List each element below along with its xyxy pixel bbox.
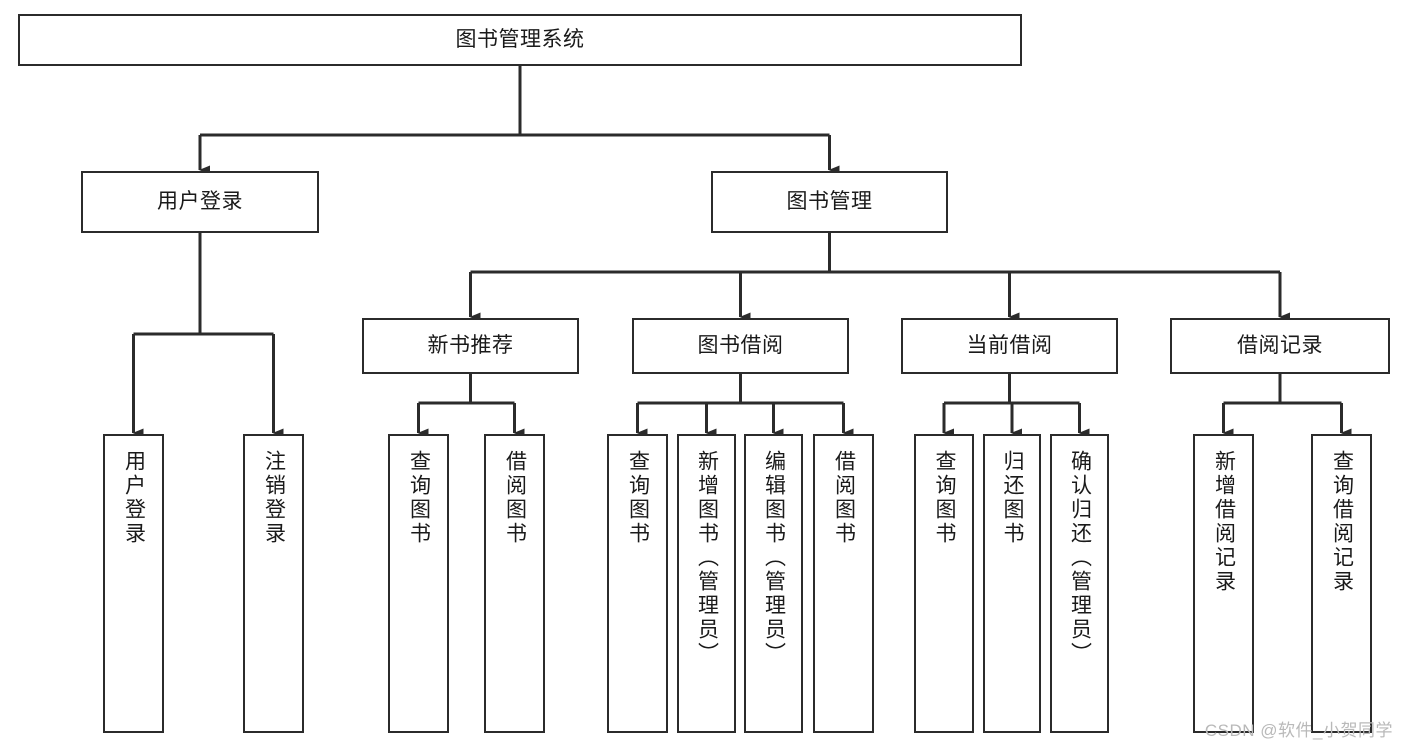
node-label: 查询图书 [407,450,431,546]
node-label: 新增借阅记录 [1212,450,1236,594]
node-label: 编辑图书（管理员） [762,450,786,666]
node-user-login[interactable]: 用户登录 [81,171,319,233]
leaf-query-book-recommend[interactable]: 查询图书 [388,434,449,733]
leaf-add-borrow-record[interactable]: 新增借阅记录 [1193,434,1254,733]
leaf-confirm-return-admin[interactable]: 确认归还（管理员） [1050,434,1109,733]
node-book-borrow[interactable]: 图书借阅 [632,318,849,374]
connector-lines [132,66,1352,438]
node-root-system[interactable]: 图书管理系统 [18,14,1022,66]
leaf-query-book-current[interactable]: 查询图书 [914,434,974,733]
leaf-query-borrow-record[interactable]: 查询借阅记录 [1311,434,1372,733]
node-current-borrow[interactable]: 当前借阅 [901,318,1118,374]
node-label: 新增图书（管理员） [695,450,719,666]
node-label: 借阅图书 [503,450,527,546]
node-book-management[interactable]: 图书管理 [711,171,948,233]
leaf-query-book-borrow[interactable]: 查询图书 [607,434,668,733]
node-label: 借阅记录 [1237,333,1323,357]
node-label: 查询图书 [626,450,650,546]
node-label: 借阅图书 [832,450,856,546]
node-label: 查询借阅记录 [1330,450,1354,594]
node-label: 新书推荐 [427,333,514,357]
node-label: 归还图书 [1001,450,1025,546]
node-label: 当前借阅 [966,333,1053,357]
node-label: 确认归还（管理员） [1068,450,1092,666]
node-label: 查询图书 [933,450,957,546]
node-label: 注销登录 [262,450,286,546]
leaf-add-book-admin[interactable]: 新增图书（管理员） [677,434,736,733]
leaf-borrow-book-recommend[interactable]: 借阅图书 [484,434,545,733]
leaf-user-logout[interactable]: 注销登录 [243,434,304,733]
node-label: 图书借阅 [697,333,784,357]
node-label: 用户登录 [157,189,243,213]
node-label: 用户登录 [122,450,146,546]
leaf-user-login[interactable]: 用户登录 [103,434,164,733]
leaf-borrow-book[interactable]: 借阅图书 [813,434,874,733]
leaf-return-book[interactable]: 归还图书 [983,434,1041,733]
leaf-edit-book-admin[interactable]: 编辑图书（管理员） [744,434,803,733]
node-borrow-record[interactable]: 借阅记录 [1170,318,1390,374]
node-label: 图书管理系统 [455,27,585,51]
node-new-book-recommend[interactable]: 新书推荐 [362,318,579,374]
node-label: 图书管理 [786,189,873,213]
